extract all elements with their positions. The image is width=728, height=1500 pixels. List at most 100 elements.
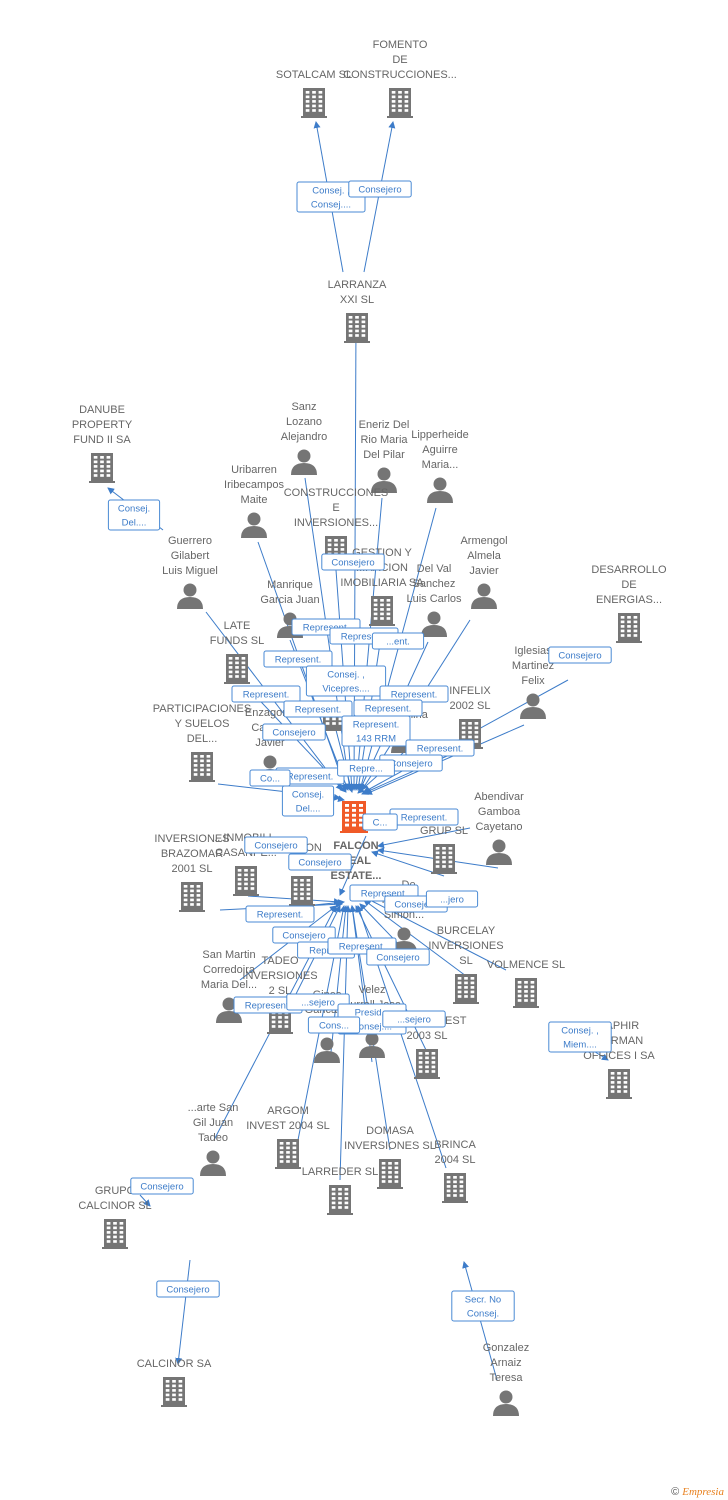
node-volmence[interactable]: VOLMENCE SL bbox=[487, 959, 565, 1008]
role-label: Cons... bbox=[319, 1021, 349, 1032]
role-badge[interactable]: ...sejero bbox=[286, 993, 350, 1011]
role-badge[interactable]: Represent.143 RRM bbox=[341, 715, 411, 747]
node-calcinor[interactable]: CALCINOR SA bbox=[137, 1358, 212, 1407]
building-icon bbox=[344, 313, 370, 343]
role-badge[interactable]: Consejero bbox=[262, 723, 326, 741]
role-badge[interactable]: Repre... bbox=[337, 759, 395, 777]
role-badge[interactable]: Represent. bbox=[353, 699, 423, 717]
node-label: SOTALCAM SL bbox=[276, 69, 352, 81]
node-larreder[interactable]: LARREDER SL bbox=[302, 1166, 378, 1215]
role-label: Consejero bbox=[298, 858, 341, 869]
role-label: Consejero bbox=[254, 841, 297, 852]
role-label: Consejero bbox=[140, 1182, 183, 1193]
building-icon bbox=[442, 1173, 468, 1203]
role-label: Represent. bbox=[295, 705, 341, 716]
role-label: Represent. bbox=[417, 744, 463, 755]
role-badge[interactable]: ...ent. bbox=[371, 632, 425, 650]
building-icon bbox=[179, 882, 205, 912]
person-icon bbox=[520, 693, 546, 719]
role-label: Consej. ,Vicepres.... bbox=[322, 670, 369, 695]
role-label: Represent. bbox=[361, 889, 407, 900]
role-label: Represent. bbox=[287, 772, 333, 783]
role-label: ...sejero bbox=[301, 998, 335, 1009]
role-label: Consejero bbox=[272, 728, 315, 739]
role-badge[interactable]: Represent. bbox=[263, 650, 333, 668]
role-badge[interactable]: Consejero bbox=[272, 926, 336, 944]
role-badge[interactable]: Represent. bbox=[231, 685, 301, 703]
role-badge[interactable]: Consejero bbox=[548, 646, 612, 664]
role-badge[interactable]: Consejero bbox=[366, 948, 430, 966]
building-icon bbox=[189, 752, 215, 782]
building-icon bbox=[377, 1159, 403, 1189]
role-badge[interactable]: Represent. bbox=[405, 739, 475, 757]
person-icon bbox=[314, 1037, 340, 1063]
role-badge[interactable]: Consej. ,Miem.... bbox=[548, 1021, 612, 1053]
brand-logo[interactable]: Empresia bbox=[682, 1486, 724, 1498]
building-icon bbox=[431, 844, 457, 874]
role-badge[interactable]: Consej. ,Vicepres.... bbox=[305, 665, 387, 697]
role-label: Repre... bbox=[309, 946, 343, 957]
role-badge[interactable]: ...sejero bbox=[382, 1010, 446, 1028]
relation-edge bbox=[139, 1194, 151, 1207]
role-badge[interactable]: Consej.Del.... bbox=[281, 785, 335, 817]
role-badge[interactable]: Consejero bbox=[156, 1280, 220, 1298]
building-icon bbox=[369, 596, 395, 626]
role-badge[interactable]: Consej.Del.... bbox=[107, 499, 161, 531]
copyright-icon: © bbox=[671, 1486, 680, 1498]
role-badge[interactable]: Consejero bbox=[321, 553, 385, 571]
role-label: Presid. ,Consej.... bbox=[352, 1008, 392, 1033]
building-icon bbox=[161, 1377, 187, 1407]
role-badge[interactable]: Consejero bbox=[348, 180, 412, 198]
role-badge[interactable]: ...jero bbox=[425, 890, 479, 908]
node-sotalcam[interactable]: SOTALCAM SL bbox=[276, 69, 352, 118]
role-badge[interactable]: Consejero bbox=[130, 1177, 194, 1195]
role-badge[interactable]: Cons... bbox=[307, 1016, 361, 1034]
person-icon bbox=[216, 997, 242, 1023]
relation-edge bbox=[377, 827, 471, 849]
role-badge[interactable]: Represent. bbox=[283, 700, 353, 718]
role-badge[interactable]: Represent. bbox=[245, 905, 315, 923]
node-grup[interactable]: GRUP SL bbox=[420, 825, 468, 874]
role-badge[interactable]: Consejero bbox=[288, 853, 352, 871]
role-badge[interactable]: Co... bbox=[249, 769, 291, 787]
role-badge[interactable]: C... bbox=[362, 813, 398, 831]
role-badge[interactable]: Consejero bbox=[244, 836, 308, 854]
role-badge[interactable]: Represent. bbox=[389, 808, 459, 826]
